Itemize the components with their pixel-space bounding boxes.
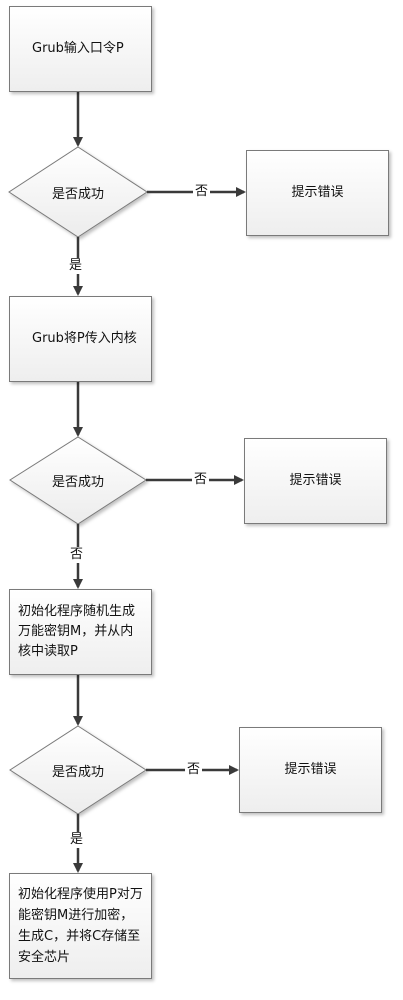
step4-label: 初始化程序使用P对万能密钥M进行加密，生成C，并将C存储至安全芯片	[18, 887, 143, 965]
decision3-yes-label: 是	[68, 832, 86, 848]
step1-box: Grub输入口令P	[9, 6, 152, 92]
error1-box: 提示错误	[246, 150, 389, 236]
step2-label: Grub将P传入内核	[32, 331, 137, 346]
step3-box: 初始化程序随机生成万能密钥M，并从内核中读取P	[9, 589, 152, 675]
decision2-down-label: 否	[68, 547, 86, 563]
step2-box: Grub将P传入内核	[9, 296, 152, 382]
error1-label: 提示错误	[291, 185, 344, 200]
decision1-no-label: 否	[193, 184, 211, 200]
step3-label: 初始化程序随机生成万能密钥M，并从内核中读取P	[18, 604, 136, 659]
error2-box: 提示错误	[244, 438, 387, 524]
error3-box: 提示错误	[239, 727, 382, 813]
error3-label: 提示错误	[284, 762, 337, 777]
error2-label: 提示错误	[289, 473, 342, 488]
decision2-no-label: 否	[192, 472, 210, 488]
step4-box: 初始化程序使用P对万能密钥M进行加密，生成C，并将C存储至安全芯片	[9, 873, 152, 979]
decision2-label: 是否成功	[51, 474, 104, 490]
decision1-yes-label: 是	[67, 258, 85, 274]
step1-label: Grub输入口令P	[32, 41, 124, 56]
decision3-label: 是否成功	[51, 764, 104, 780]
decision3-no-label: 否	[185, 762, 203, 778]
decision1-label: 是否成功	[51, 186, 104, 202]
